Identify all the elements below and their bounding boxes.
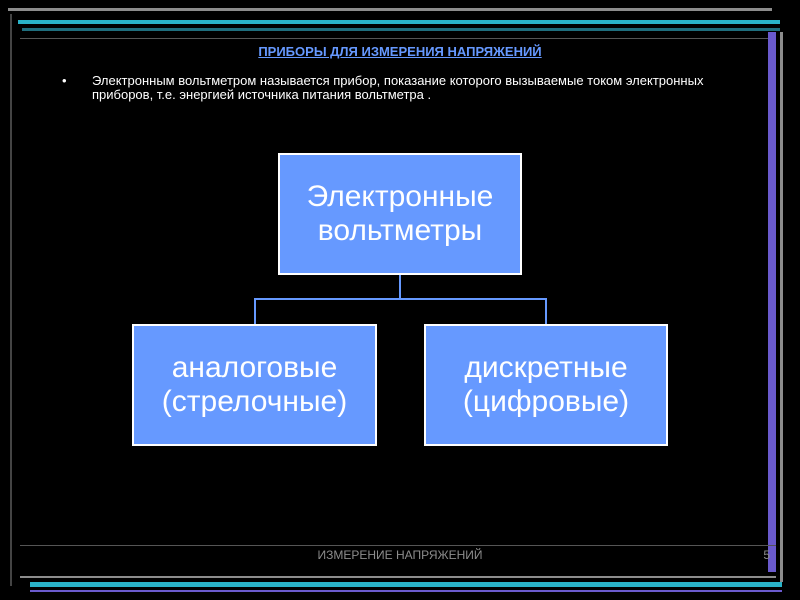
connector-root-down [399,275,401,299]
slide-title: ПРИБОРЫ ДЛЯ ИЗМЕРЕНИЯ НАПРЯЖЕНИЙ [258,44,542,59]
bottom-stripe-violet [30,590,782,592]
top-stripe-teal [18,20,780,24]
right-stripe-gray [780,32,783,582]
bullet-text: Электронным вольтметром называется прибо… [92,73,704,102]
footer-text: ИЗМЕРЕНИЕ НАПРЯЖЕНИЙ [317,548,483,562]
connector-horizontal [254,298,547,300]
top-stripe-gray [8,8,772,11]
analog-label: аналоговые (стрелочные) [161,351,348,418]
top-title-rule [20,38,776,39]
right-stripe-violet [768,32,776,572]
child-box-analog: аналоговые (стрелочные) [132,324,377,446]
root-label: Электронные вольтметры [306,180,494,247]
connector-left-down [254,298,256,324]
bullet-item: • Электронным вольтметром называется при… [62,74,742,102]
top-stripe-dark [22,28,780,31]
root-box: Электронные вольтметры [278,153,522,275]
bottom-stripe-teal [30,582,782,587]
left-stripe [10,14,12,586]
bottom-stripe-gray [20,576,776,578]
bullet-icon: • [62,73,67,88]
connector-right-down [545,298,547,324]
digital-label: дискретные (цифровые) [462,351,630,418]
page-number: 5 [763,548,770,562]
bottom-rule [20,545,776,546]
child-box-digital: дискретные (цифровые) [424,324,668,446]
